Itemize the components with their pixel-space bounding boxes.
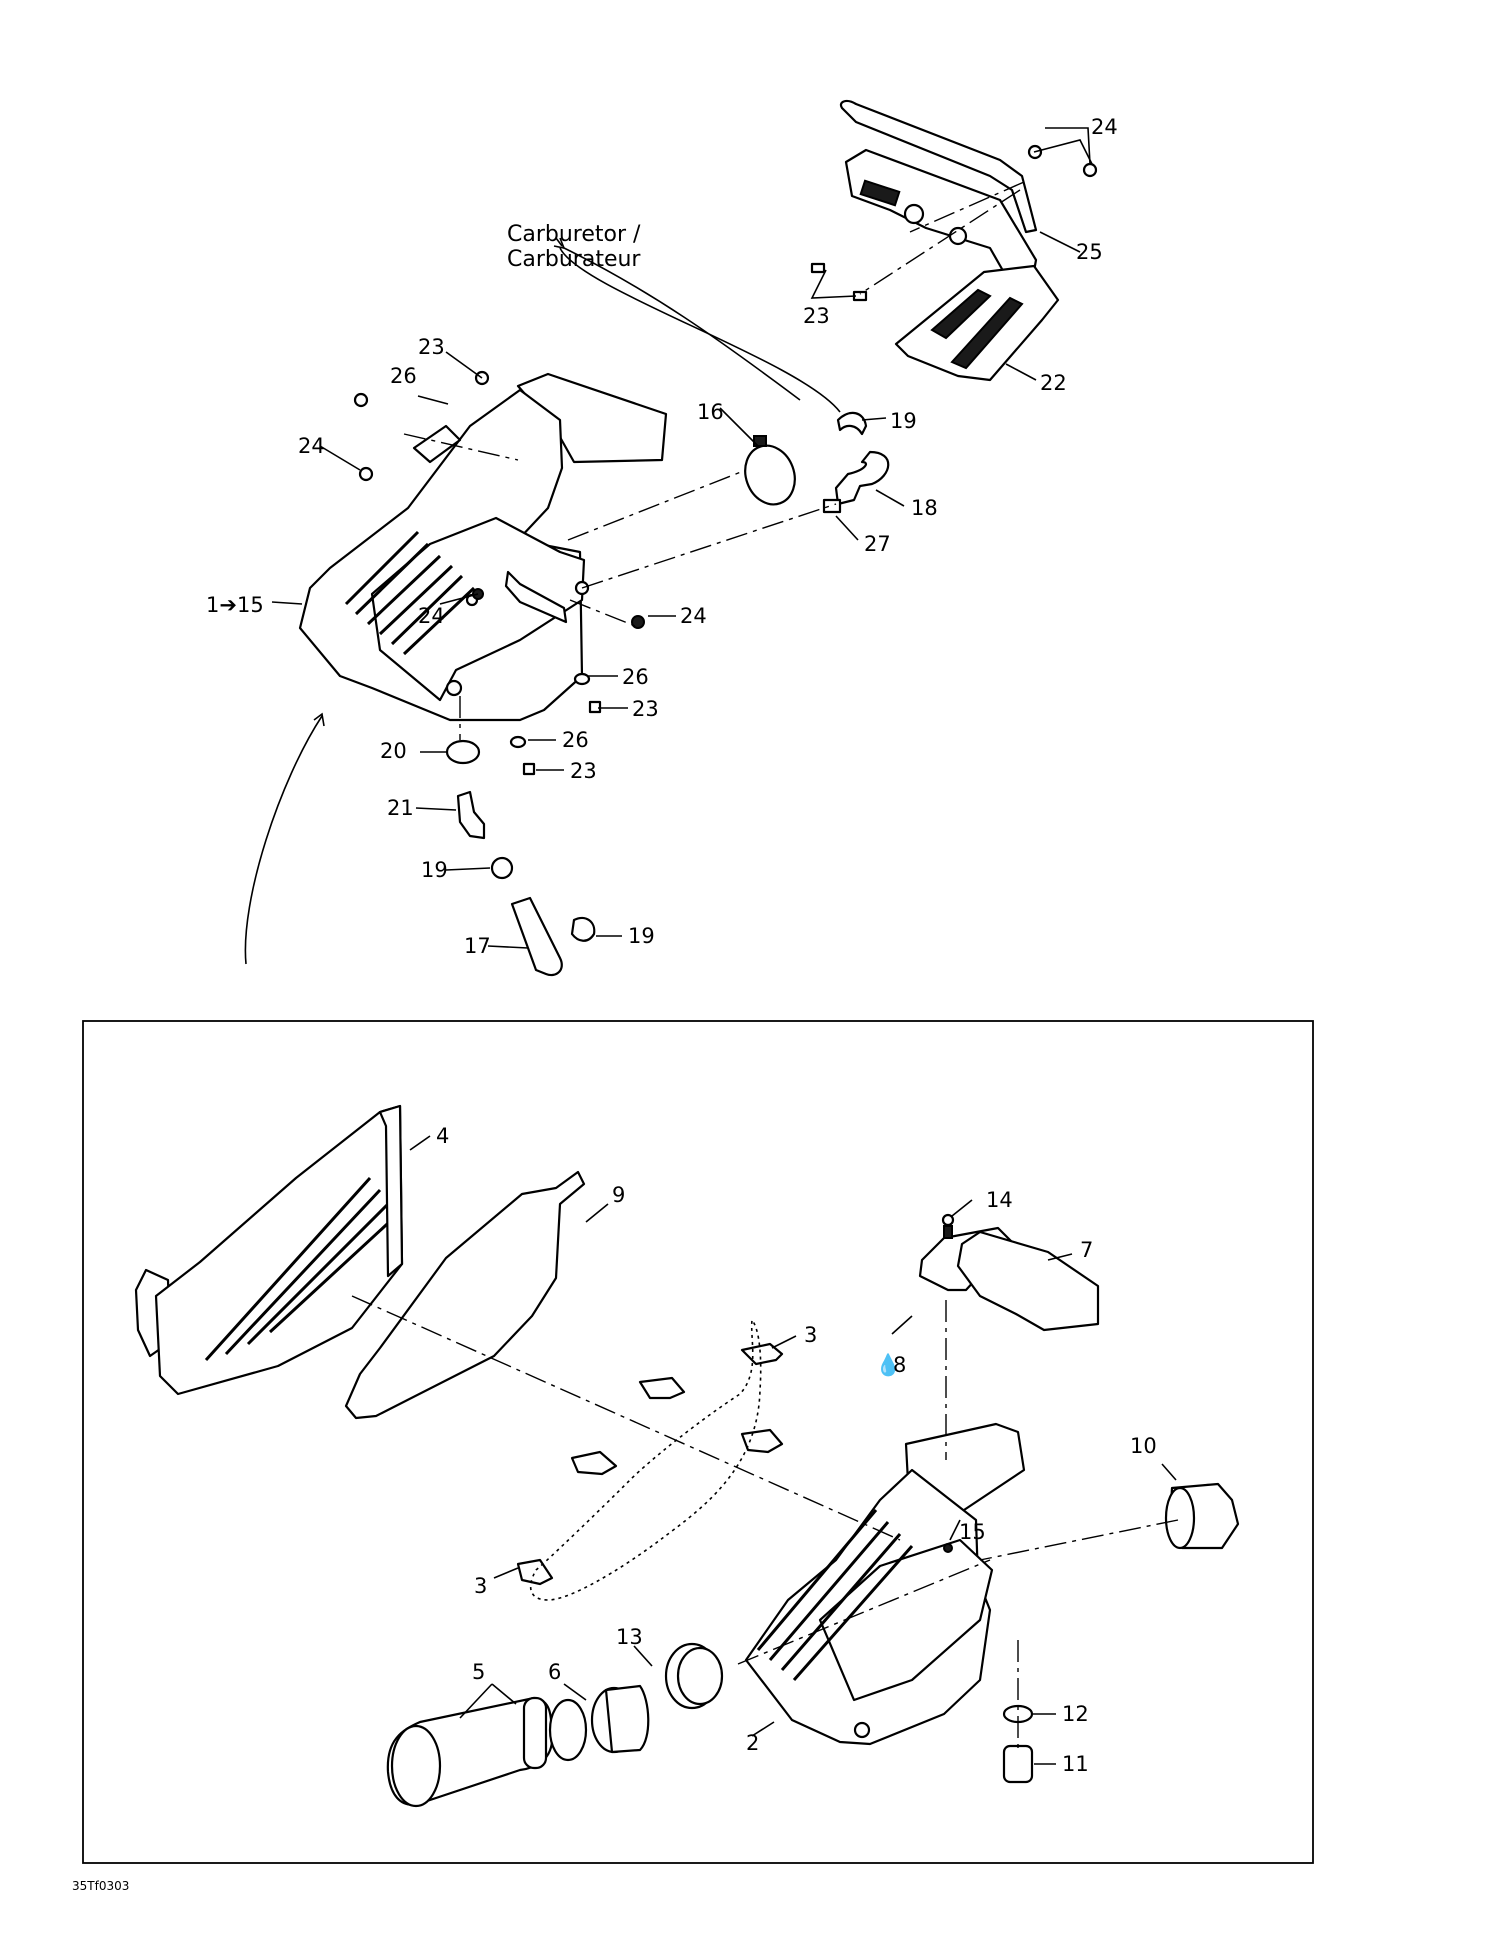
callout-24-silencer-right: 24	[680, 604, 707, 628]
callout-23-silencer-bottom: 23	[570, 759, 597, 783]
clips-3-part	[516, 1342, 784, 1586]
callout-19-drain-upper: 19	[421, 858, 448, 882]
bracket-22-part	[894, 264, 1060, 382]
carburetor-label-fr: Carburateur	[507, 247, 641, 272]
callout-1-to-15: 1➔15	[206, 593, 264, 617]
callout-23-silencer-right: 23	[632, 697, 659, 721]
callout-8: 8	[893, 1353, 906, 1377]
callout-7: 7	[1080, 1238, 1093, 1262]
callout-24-top: 24	[1091, 115, 1118, 139]
oil-drop-icon: 💧	[875, 1352, 901, 1377]
callout-17: 17	[464, 934, 491, 958]
frame-connector-lines	[351, 1295, 1179, 1750]
callout-leaders	[271, 127, 1177, 1765]
callout-23-silencer-top: 23	[418, 335, 445, 359]
callout-26-silencer-top: 26	[390, 364, 417, 388]
callout-12: 12	[1062, 1702, 1089, 1726]
callout-13: 13	[616, 1625, 643, 1649]
carburetor-label-en: Carburetor /	[507, 222, 641, 247]
callout-9: 9	[612, 1183, 625, 1207]
callout-14: 14	[986, 1188, 1013, 1212]
hose-18-part	[822, 411, 890, 514]
clamp-16-part	[744, 435, 796, 506]
callout-25: 25	[1076, 240, 1103, 264]
figure-code: 35Tf0303	[72, 1879, 129, 1893]
detail-frame	[82, 1020, 1314, 1864]
base-2-part	[744, 1422, 1026, 1746]
drain-line-parts	[445, 739, 596, 977]
duct-7-part	[918, 1213, 1100, 1332]
callout-26-silencer-right: 26	[622, 665, 649, 689]
callout-5: 5	[472, 1660, 485, 1684]
callout-19-drain-lower: 19	[628, 924, 655, 948]
callout-26-silencer-bottom: 26	[562, 728, 589, 752]
bracket-25-part	[839, 99, 1038, 292]
cover-4-part	[134, 1104, 404, 1396]
callout-2: 2	[746, 1731, 759, 1755]
callout-20: 20	[380, 739, 407, 763]
callout-10: 10	[1130, 1434, 1157, 1458]
adaptor-6-part	[590, 1684, 650, 1754]
callout-labels: Carburetor / Carburateur 24 25 23 22 23 …	[72, 115, 1157, 1893]
callout-22: 22	[1040, 371, 1067, 395]
callout-21: 21	[387, 796, 414, 820]
callout-23-bracket: 23	[803, 304, 830, 328]
callout-15: 15	[959, 1520, 986, 1544]
callout-24-silencer-left: 24	[298, 434, 325, 458]
callout-11: 11	[1062, 1752, 1089, 1776]
boot-10-part	[1164, 1482, 1240, 1550]
clip-dotted-outline	[529, 1317, 762, 1601]
filter-5-part	[386, 1696, 588, 1808]
callout-18: 18	[911, 496, 938, 520]
callout-27: 27	[864, 532, 891, 556]
callout-19-hose: 19	[890, 409, 917, 433]
clamp-13-part	[664, 1642, 724, 1710]
callout-16: 16	[697, 400, 724, 424]
top-connector-lines	[244, 139, 1093, 965]
callout-3-lower: 3	[474, 1574, 487, 1598]
callout-4: 4	[436, 1124, 449, 1148]
callout-6: 6	[548, 1660, 561, 1684]
air-silencer-assembly	[298, 372, 668, 722]
clip-12-part	[1002, 1704, 1034, 1784]
callout-24-silencer-center: 24	[418, 604, 445, 628]
callout-3-upper: 3	[804, 1323, 817, 1347]
